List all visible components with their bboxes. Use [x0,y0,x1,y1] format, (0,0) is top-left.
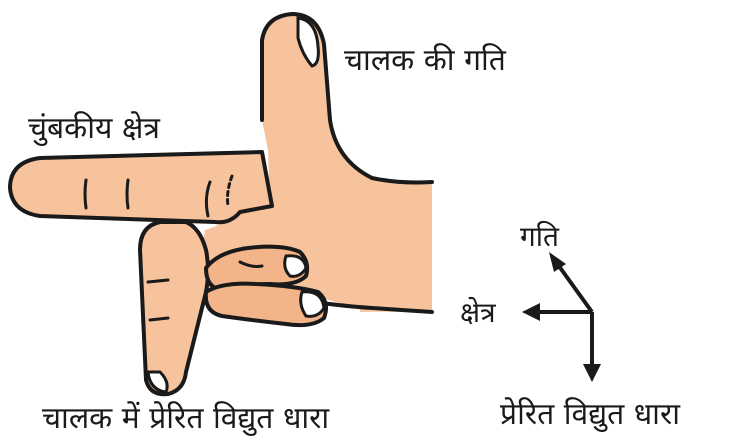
current-arrowhead [583,364,601,382]
middle-crease-2 [150,318,168,320]
label-magnetic-field: चुंबकीय क्षेत्र [28,111,160,147]
field-arrowhead [522,303,540,321]
index-crease-2 [127,180,128,208]
axis-label-field: क्षेत्र [460,296,496,329]
axis-label-induced-current: प्रेरित विद्युत धारा [500,397,681,433]
index-finger [10,152,272,222]
middle-finger [140,222,208,394]
direction-axes [522,252,601,382]
label-induced-current-in-conductor: चालक में प्रेरित विद्युत धारा [42,401,330,437]
ring-fingernail [285,256,306,277]
wrist-fade [360,180,432,312]
axis-label-motion: गति [520,220,560,253]
label-conductor-motion: चालक की गति [344,43,507,78]
index-crease-1 [85,180,86,208]
middle-crease-1 [148,280,168,282]
motion-arrow [556,262,592,312]
